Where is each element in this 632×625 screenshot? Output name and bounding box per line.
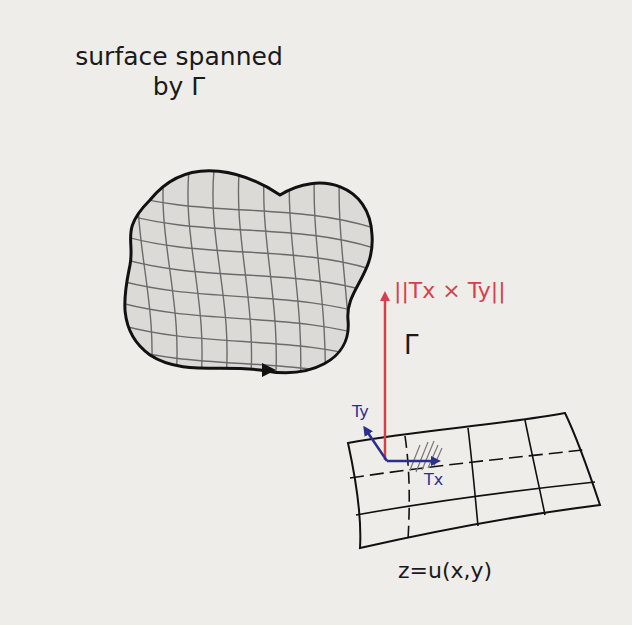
tangent-label: Ty [352, 402, 369, 421]
tangent-x [387, 460, 436, 463]
surface-equation: z=u(x,y) [398, 558, 492, 584]
orientation-arrow [262, 363, 276, 377]
normal-label: ||Tx × Ty|| [394, 278, 506, 304]
tangent-y [366, 430, 387, 461]
normal-vector [384, 296, 387, 460]
spanning-surface [110, 160, 380, 390]
tangent-label: Tx [424, 470, 443, 489]
surface-title: surface spanned by Γ [64, 42, 294, 102]
boundary-label: Γ [404, 330, 419, 361]
